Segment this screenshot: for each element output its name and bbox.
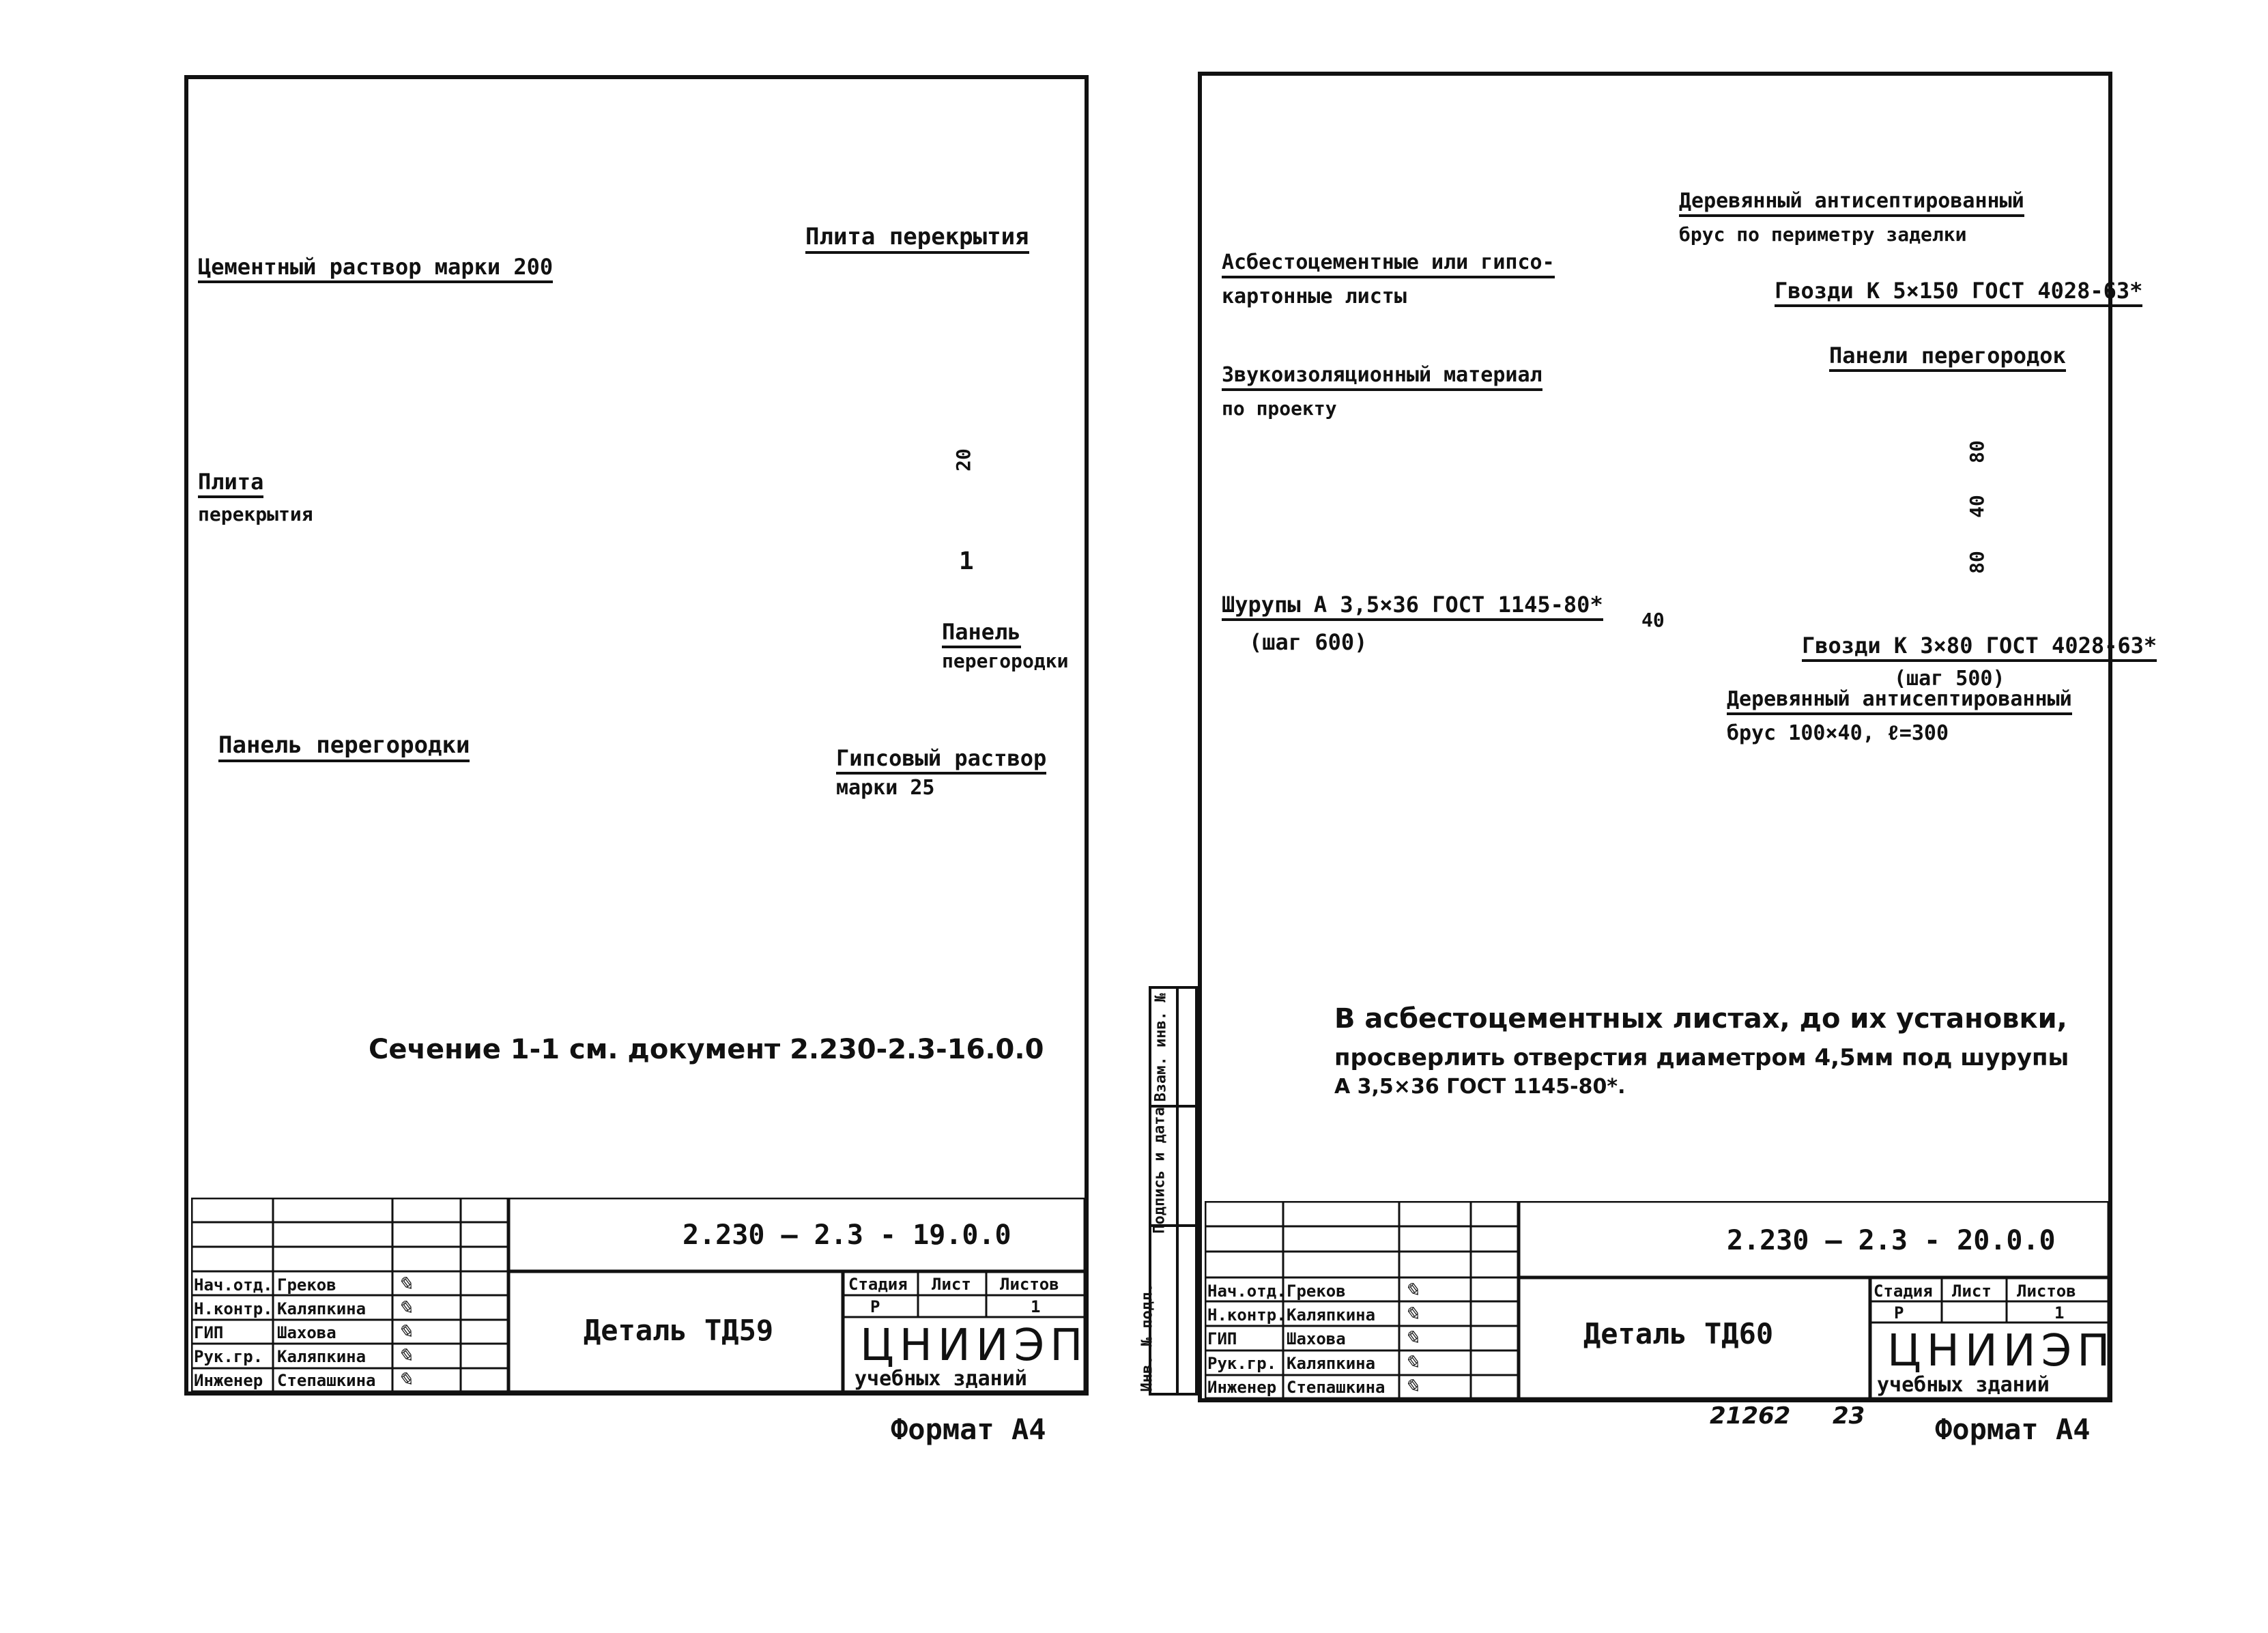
right-format-label: Формат А4 (1935, 1413, 2091, 1446)
sheet-label: Лист (932, 1275, 971, 1294)
name-2: Каляпкина (277, 1299, 367, 1318)
role-5: Инженер (1207, 1378, 1277, 1397)
label-asbestos-1: Асбестоцементные или гипсо- (1222, 252, 1555, 278)
org-subtitle: учебных зданий (1877, 1373, 2050, 1397)
role-1: Нач.отд. (194, 1275, 273, 1295)
bottom-number-1: 21262 (1710, 1402, 1791, 1430)
signature-5: ✎ (1404, 1375, 1420, 1398)
sheet-label: Лист (1952, 1282, 1992, 1301)
role-4: Рук.гр. (1207, 1354, 1277, 1373)
left-sheet-frame (184, 75, 1089, 1396)
label-dim-40b: 40 (1965, 495, 1988, 518)
side-stamp-sign: Подпись и дата (1151, 1107, 1168, 1234)
label-gypsum-mortar-1: Гипсовый раствор (836, 747, 1047, 775)
org-name: ЦНИИЭП (1887, 1326, 2116, 1376)
label-dim-20: 20 (951, 448, 975, 472)
label-partition-panel-bottom: Панель перегородки (218, 734, 470, 762)
name-1: Греков (277, 1275, 336, 1295)
label-nails-top: Гвозди К 5×150 ГОСТ 4028-63* (1775, 280, 2143, 307)
name-3: Шахова (277, 1323, 336, 1342)
label-nails-bottom-2: (шаг 500) (1894, 667, 2005, 691)
label-partition-panel-right-2: перегородки (942, 650, 1069, 672)
role-1: Нач.отд. (1207, 1282, 1287, 1301)
signature-3: ✎ (1404, 1327, 1420, 1349)
left-title-block: Нач.отд. Н.контр. ГИП Рук.гр. Инженер Гр… (191, 1198, 1085, 1392)
label-wood-bar-1: Деревянный антисептированный (1679, 191, 2024, 217)
sheets-label: Листов (2017, 1282, 2076, 1301)
right-sheet-frame (1198, 72, 2112, 1402)
role-5: Инженер (194, 1371, 263, 1390)
sheets-value: 1 (1031, 1297, 1041, 1316)
stage-label: Стадия (1874, 1282, 1933, 1301)
signature-2: ✎ (1404, 1303, 1420, 1325)
label-sound-2: по проекту (1222, 397, 1337, 420)
name-4: Каляпкина (277, 1347, 367, 1366)
role-4: Рук.гр. (194, 1347, 263, 1366)
name-1: Греков (1287, 1282, 1346, 1301)
org-subtitle: учебных зданий (855, 1367, 1027, 1391)
doc-code: 2.230 — 2.3 - 19.0.0 (683, 1219, 1011, 1251)
right-note-line-3: А 3,5×36 ГОСТ 1145-80*. (1334, 1075, 1626, 1099)
sheets-value: 1 (2054, 1303, 2065, 1323)
label-dim-80b: 80 (1965, 551, 1988, 574)
right-note-line-1: В асбестоцементных листах, до их установ… (1334, 1003, 2067, 1035)
name-5: Степашкина (277, 1371, 376, 1390)
detail-title: Деталь ТД60 (1583, 1317, 1774, 1350)
role-2: Н.контр. (194, 1299, 273, 1318)
label-gypsum-mortar-2: марки 25 (836, 776, 935, 800)
stage-label: Стадия (848, 1275, 908, 1294)
label-section-mark: 1 (959, 547, 974, 575)
doc-code: 2.230 — 2.3 - 20.0.0 (1727, 1225, 2056, 1256)
signature-4: ✎ (1404, 1351, 1420, 1374)
org-name: ЦНИИЭП (860, 1320, 1089, 1371)
left-section-note: Сечение 1-1 см. документ 2.230-2.3-16.0.… (369, 1034, 1044, 1065)
sheets-label: Листов (1000, 1275, 1059, 1294)
label-partition-panel-right-1: Панель (942, 621, 1021, 648)
role-3: ГИП (1207, 1329, 1237, 1348)
detail-title: Деталь ТД59 (584, 1314, 774, 1347)
signature-1: ✎ (1404, 1279, 1420, 1301)
label-cement-mortar: Цементный раствор марки 200 (198, 256, 554, 283)
name-2: Каляпкина (1287, 1305, 1376, 1325)
label-nails-bottom-1: Гвозди К 3×80 ГОСТ 4028-63* (1802, 635, 2157, 662)
signature-2: ✎ (397, 1297, 414, 1319)
name-4: Каляпкина (1287, 1354, 1376, 1373)
bottom-number-2: 23 (1833, 1402, 1865, 1430)
label-screws-2: (шаг 600) (1249, 629, 1368, 655)
label-partition-panels: Панели перегородок (1829, 345, 2066, 372)
label-screws-1: Шурупы А 3,5×36 ГОСТ 1145-80* (1222, 594, 1603, 621)
signature-1: ✎ (397, 1273, 414, 1295)
label-floor-slab-left-2: перекрытия (198, 503, 313, 525)
name-5: Степашкина (1287, 1378, 1386, 1397)
label-floor-slab-left-1: Плита (198, 471, 264, 498)
side-stamp: Инв. № подл. Подпись и дата Взам. инв. № (1138, 986, 1198, 1396)
label-dim-80a: 80 (1965, 440, 1988, 463)
role-3: ГИП (194, 1323, 224, 1342)
side-stamp-inv: Инв. № подл. (1138, 1283, 1156, 1392)
side-stamp-replace: Взам. инв. № (1152, 993, 1170, 1102)
right-note-line-2: просверлить отверстия диаметром 4,5мм по… (1334, 1044, 2069, 1071)
left-format-label: Формат А4 (891, 1413, 1046, 1446)
signature-3: ✎ (397, 1320, 414, 1343)
signature-5: ✎ (397, 1368, 414, 1391)
label-wood-bar2-2: брус 100×40, ℓ=300 (1727, 721, 1949, 745)
name-3: Шахова (1287, 1329, 1346, 1348)
signature-4: ✎ (397, 1344, 414, 1367)
stage-value: Р (870, 1297, 880, 1316)
label-dim-40: 40 (1641, 609, 1665, 631)
label-wood-bar-2: брус по периметру заделки (1679, 223, 1967, 246)
stage-value: Р (1894, 1303, 1904, 1323)
right-title-block: Нач.отд. Н.контр. ГИП Рук.гр. Инженер Гр… (1205, 1201, 2110, 1399)
label-asbestos-2: картонные листы (1222, 285, 1407, 308)
label-wood-bar2-1: Деревянный антисептированный (1727, 689, 2072, 715)
role-2: Н.контр. (1207, 1305, 1287, 1325)
label-floor-slab-top: Плита перекрытия (805, 225, 1029, 254)
label-sound-1: Звукоизоляционный материал (1222, 365, 1542, 391)
